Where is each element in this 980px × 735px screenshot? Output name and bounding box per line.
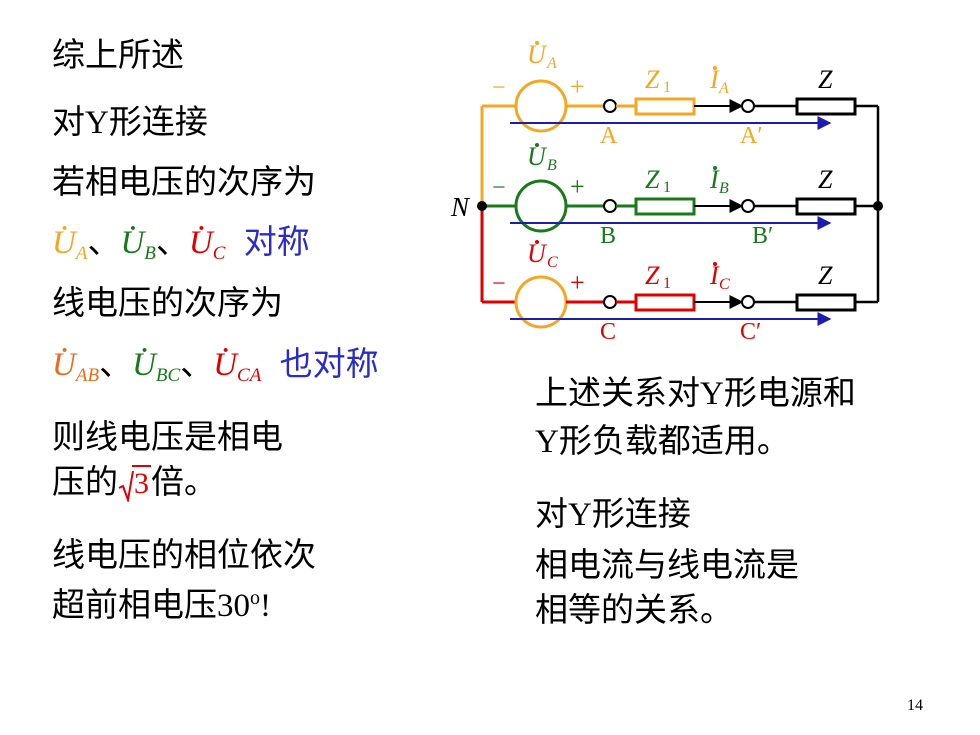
svg-text:C: C [547, 254, 558, 271]
heading: 综上所述 [52, 38, 184, 74]
separator: 、 [180, 347, 214, 383]
separator: 、 [87, 225, 121, 261]
voltage-uab: UAB [52, 347, 99, 386]
z-b [795, 197, 857, 216]
svg-text:1: 1 [663, 275, 671, 292]
svg-text:−: − [492, 175, 506, 201]
degree-mark: o [250, 587, 260, 609]
svg-text:C: C [719, 276, 730, 293]
svg-text:A: A [546, 55, 557, 72]
phase-a-branch: − + U A Z 1 I A Z A A′ [492, 40, 878, 149]
line-sequence-label: 线电压的次序为 [52, 286, 283, 322]
voltage-ub: UB [120, 225, 155, 264]
svg-text:−: − [492, 271, 506, 297]
separator: 、 [99, 347, 133, 383]
svg-text:Z: Z [645, 165, 660, 194]
svg-text:1: 1 [663, 79, 671, 96]
neutral-node [477, 201, 487, 211]
svg-text:A′: A′ [740, 123, 763, 149]
svg-text:A: A [600, 123, 618, 149]
source-b [514, 179, 568, 233]
svg-text:Z: Z [645, 65, 660, 94]
voltage-uc: UC [189, 225, 226, 264]
current-line-2: 相等的关系。 [535, 593, 733, 629]
svg-text:+: + [570, 172, 585, 201]
voltage-ua: UA [52, 225, 87, 264]
svg-text:U: U [527, 40, 548, 69]
svg-text:I: I [709, 165, 720, 194]
svg-text:C: C [600, 319, 616, 345]
svg-text:A: A [718, 80, 729, 97]
svg-text:Z: Z [818, 165, 833, 194]
sqrt-three: 3 [118, 464, 151, 504]
svg-text:U: U [527, 239, 548, 268]
source-c [514, 275, 568, 329]
z1-b [634, 197, 696, 216]
applies-line-2: Y形负载都适用。 [535, 424, 790, 460]
voltage-ubc: UBC [132, 347, 180, 386]
lead-line-1: 线电压的相位依次 [52, 538, 316, 574]
z1-a [634, 97, 696, 116]
svg-text:Z: Z [818, 65, 833, 94]
svg-text:B: B [600, 223, 616, 249]
svg-text:U: U [527, 142, 548, 171]
svg-text:I: I [709, 65, 720, 94]
phase-c-branch: − + U C Z 1 I C Z C C′ [492, 239, 878, 345]
phase-sequence-label: 若相电压的次序为 [52, 165, 316, 201]
line-voltage-symbols: UAB、UBC、UCA 也对称 [52, 345, 379, 396]
svg-text:Z: Z [645, 261, 660, 290]
y-connection-label: 对Y形连接 [52, 105, 208, 141]
current-line-1: 相电流与线电流是 [535, 548, 799, 584]
svg-text:B: B [719, 180, 729, 197]
source-a [514, 79, 568, 133]
also-symmetric-label: 也对称 [279, 347, 379, 383]
svg-text:B′: B′ [752, 223, 773, 249]
load-neutral-node [873, 201, 883, 211]
svg-text:B: B [547, 157, 557, 174]
right-y-connection: 对Y形连接 [535, 497, 691, 533]
voltage-uca: UCA [213, 347, 261, 386]
z-c [795, 293, 857, 312]
phase-voltage-symbols: UA、UB、UC 对称 [52, 223, 310, 274]
svg-text:1: 1 [663, 179, 671, 196]
separator: 、 [155, 225, 189, 261]
z-a [795, 97, 857, 116]
svg-text:−: − [492, 75, 506, 101]
svg-text:C′: C′ [740, 319, 761, 345]
svg-text:+: + [570, 268, 585, 297]
symmetric-label: 对称 [243, 225, 310, 261]
svg-text:+: + [570, 72, 585, 101]
ratio-line-1: 则线电压是相电 [52, 420, 283, 456]
applies-line-1: 上述关系对Y形电源和 [535, 376, 856, 412]
z1-c [634, 293, 696, 312]
svg-text:I: I [709, 261, 720, 290]
page-number: 14 [907, 697, 923, 714]
svg-text:Z: Z [818, 261, 833, 290]
neutral-label: N [450, 192, 471, 222]
lead-line-2: 超前相电压30o! [52, 587, 271, 624]
phase-b-branch: − + U B Z 1 I B Z B B′ [492, 142, 878, 249]
